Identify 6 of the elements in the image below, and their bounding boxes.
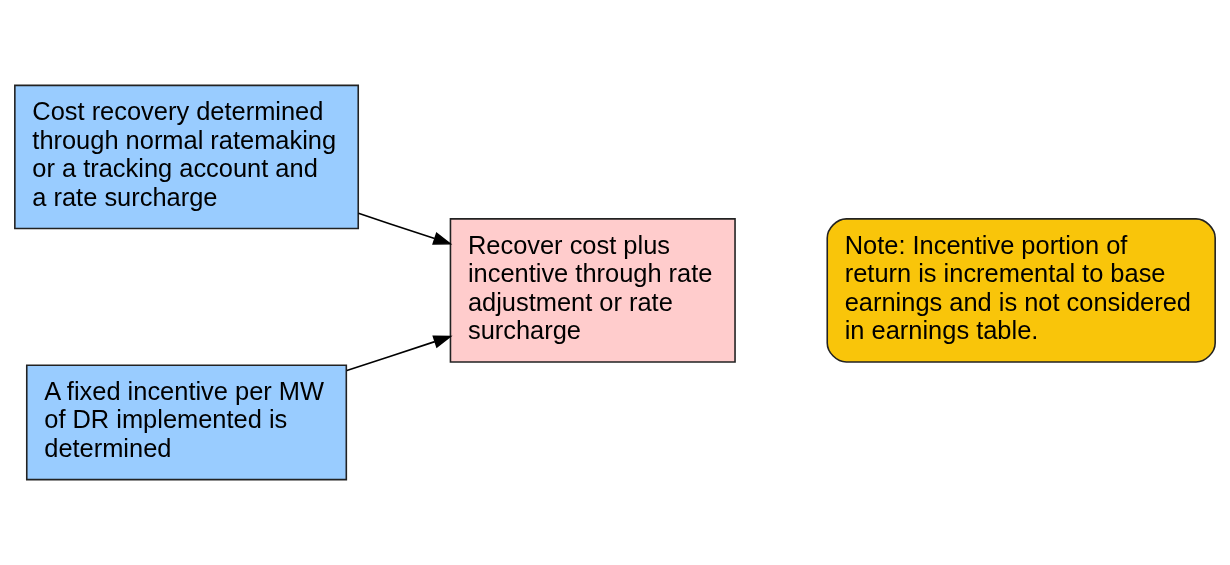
node-box: Recover cost plus incentive through rate adjustment or rate surcharge (449, 218, 736, 363)
node-box: Note: Incentive portion of return is incremental to base earnings and is not considered in earnings table. (826, 218, 1216, 363)
node-box: A fixed incentive per MW of DR implemented is determined (25, 364, 348, 481)
arrow (357, 212, 453, 245)
arrow (346, 335, 453, 372)
node-box: Cost recovery determined through normal ratemaking or a tracking account and a rate surcharge (14, 84, 360, 230)
